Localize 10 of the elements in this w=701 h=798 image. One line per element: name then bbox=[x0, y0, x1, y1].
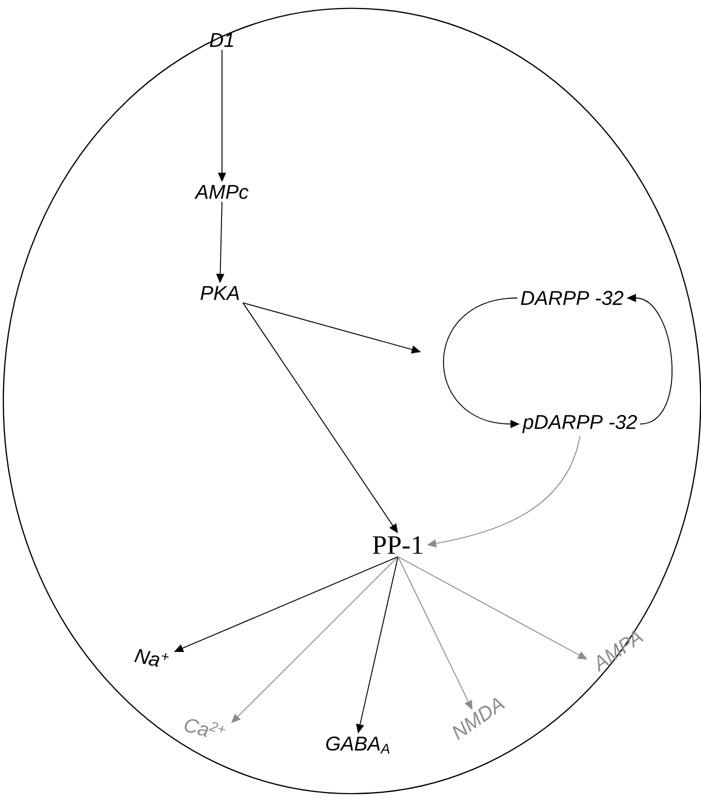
molecule-label: D1 bbox=[210, 33, 234, 47]
molecule-label: pDARPP -32 bbox=[522, 414, 637, 434]
channel-label: Na$^{+}$ bbox=[134, 648, 169, 667]
molecule-label: AMPc bbox=[194, 185, 248, 199]
enzyme-label: PP-1 bbox=[372, 536, 422, 554]
receptor-label: GABA$_{A}$ bbox=[326, 736, 390, 754]
molecule-label: DARPP -32 bbox=[520, 290, 624, 306]
channel-label: Ca$^{2+}$ bbox=[184, 719, 226, 737]
molecule-label: PKA bbox=[200, 286, 239, 300]
cell-outline bbox=[2, 8, 701, 794]
